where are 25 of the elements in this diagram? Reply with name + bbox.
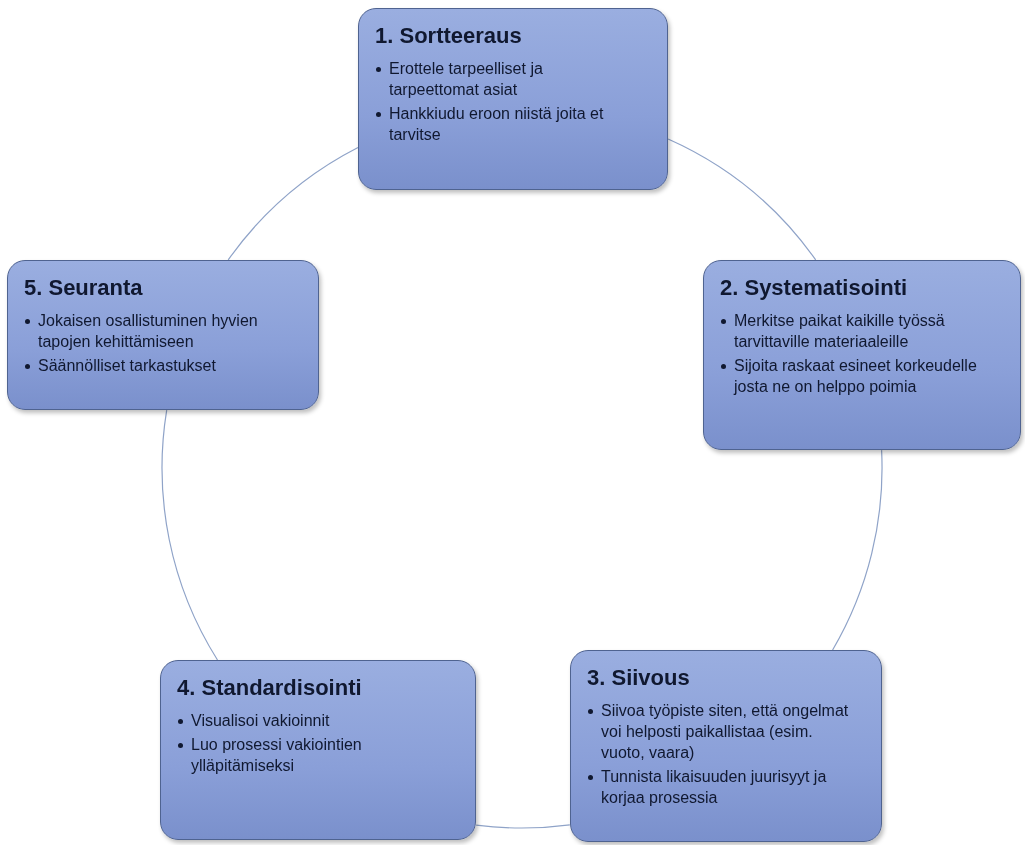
bullet-point: Tunnista likaisuuden juurisyyt ja korjaa prosessia	[601, 767, 827, 806]
step-heading: 1. Sortteeraus	[375, 23, 523, 50]
bullet-point: Erottele tarpeelliset ja tarpeettomat asiat	[389, 60, 543, 99]
connector-arc	[227, 146, 359, 261]
bullet-point: Sijoita raskaat esineet korkeudelle josta ne on helppo poimia	[734, 357, 977, 395]
step-box	[358, 8, 668, 190]
step-box	[570, 650, 882, 842]
bullet-point: Hankkiudu eroon niistä joita et tarvitse	[389, 105, 604, 143]
bullet-point: Visualisoi vakioinnit	[191, 712, 330, 730]
bullet-point: Jokaisen osallistuminen hyvien tapojen kehittämiseen	[38, 312, 258, 351]
connector-arc	[161, 409, 219, 661]
step-box	[160, 660, 476, 840]
step-heading: 4. Standardisointi	[177, 675, 363, 702]
step-heading: 2. Systematisointi	[720, 275, 909, 302]
bullet-point: Siivoa työpiste siten, että ongelmat voi helposti paikallistaa (esim. vuoto, vaara)	[601, 702, 849, 761]
connector-arc	[475, 824, 571, 829]
step-heading: 5. Seuranta	[24, 275, 144, 302]
bullet-point: Luo prosessi vakiointien ylläpitämiseksi	[191, 736, 362, 774]
bullet-point: Merkitse paikat kaikille työssä tarvittaville materiaaleille	[734, 312, 945, 351]
connector-arc	[667, 138, 817, 261]
step-box	[703, 260, 1021, 450]
connector-arc	[832, 449, 883, 651]
step-heading: 3. Siivous	[587, 665, 691, 692]
bullet-point: Säännölliset tarkastukset	[38, 357, 216, 374]
step-box	[7, 260, 319, 410]
